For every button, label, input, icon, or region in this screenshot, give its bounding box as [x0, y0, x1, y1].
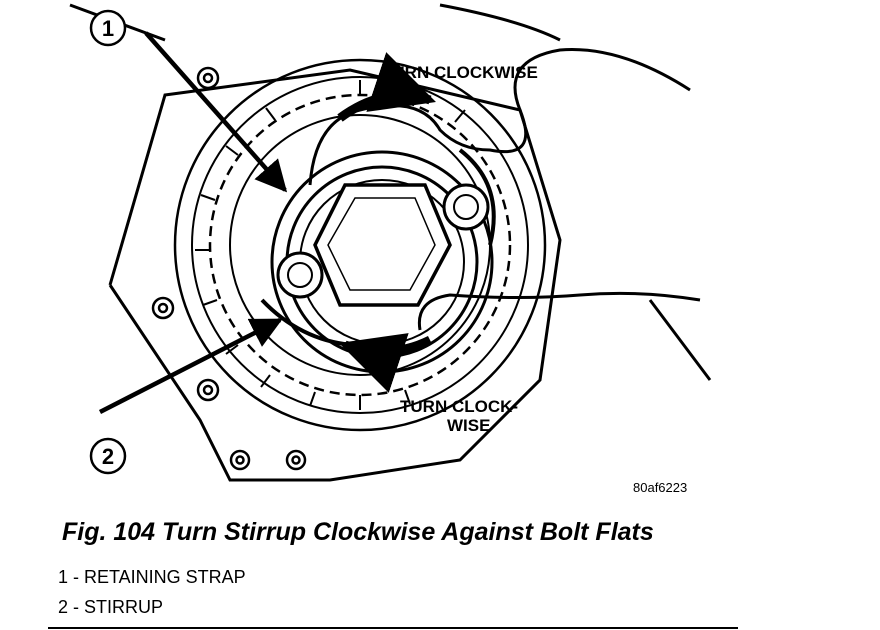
svg-text:2: 2 — [102, 444, 114, 469]
plate-holes — [151, 66, 307, 471]
callout-1: 1 — [89, 9, 127, 47]
bolt-heads — [276, 183, 490, 299]
leader-lines — [98, 31, 288, 415]
figure-id: 80af6223 — [633, 480, 687, 495]
label-turn-clockwise-bottom-2: WISE — [447, 416, 490, 435]
bottom-rule — [48, 627, 738, 629]
figure-caption: Fig. 104 Turn Stirrup Clockwise Against … — [62, 518, 654, 546]
legend-item-stirrup: 2 - STIRRUP — [58, 597, 164, 617]
svg-text:1: 1 — [102, 16, 114, 41]
hands — [308, 3, 712, 381]
callout-2: 2 — [89, 437, 127, 475]
label-turn-clockwise-top: TURN CLOCKWISE — [382, 63, 538, 82]
stirrup-illustration: 1 2 TURN CLOCKWISE TURN CLOCK- WISE 80af… — [69, 3, 712, 495]
label-turn-clockwise-bottom-1: TURN CLOCK- — [400, 397, 518, 416]
legend-item-retaining-strap: 1 - RETAINING STRAP — [58, 567, 246, 587]
turn-arrows — [337, 52, 436, 393]
hex-shaft — [313, 183, 452, 307]
